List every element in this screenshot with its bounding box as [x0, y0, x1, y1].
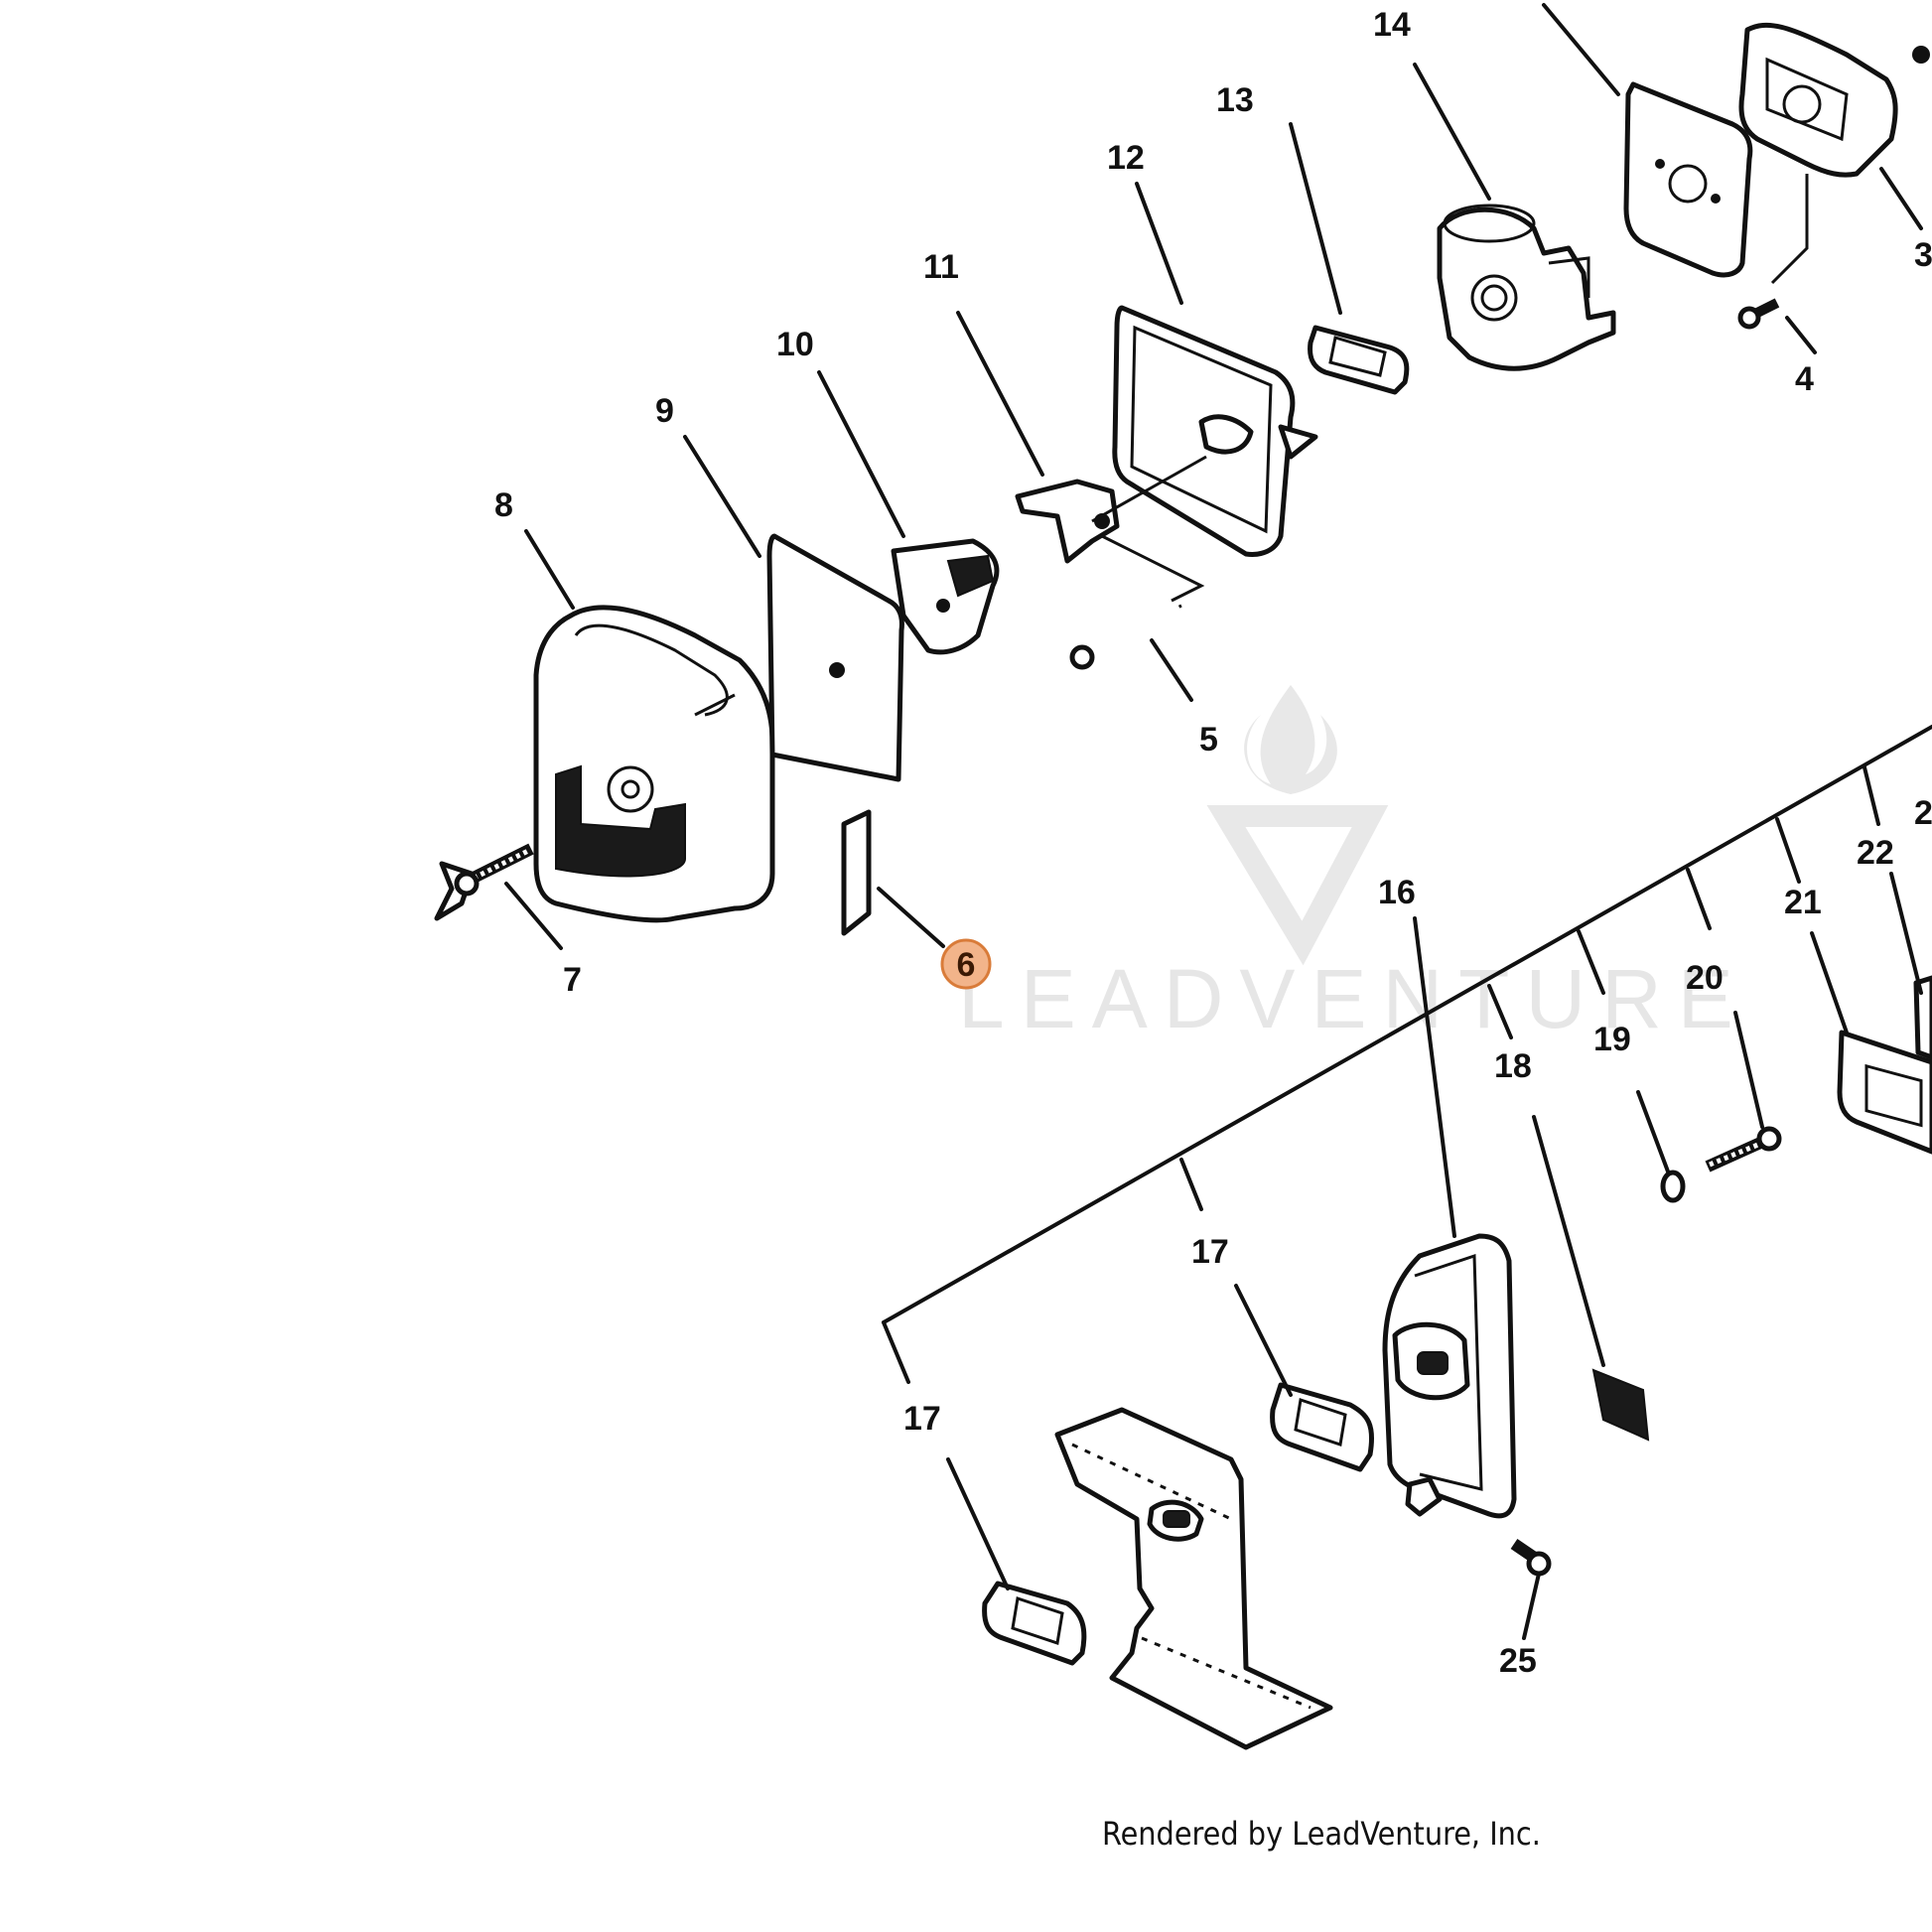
- leader-lines: [504, 3, 1923, 1640]
- callout-13: 13: [1216, 81, 1254, 119]
- part-20-bolt[interactable]: [1705, 1126, 1782, 1173]
- part-3-insulator[interactable]: [1738, 22, 1930, 285]
- callout-18: 18: [1494, 1047, 1532, 1085]
- callout-22: 22: [1857, 834, 1894, 872]
- callout-20: 20: [1686, 959, 1724, 997]
- part-insulator-gasket[interactable]: [1623, 81, 1753, 278]
- callout-16: 16: [1378, 874, 1416, 911]
- callout-25: 25: [1499, 1642, 1537, 1680]
- part-21-gasket[interactable]: [1837, 1030, 1932, 1155]
- callout-labels: 14 3 13 12 11 10 9 8 4 5 7 16 17 17 18 1…: [494, 6, 1932, 1680]
- part-9-air-filter[interactable]: [766, 533, 904, 782]
- render-credit: Rendered by LeadVenture, Inc.: [1102, 1815, 1541, 1853]
- callout-2: 2: [1914, 794, 1932, 832]
- part-18-spark-screen[interactable]: [1591, 1368, 1650, 1442]
- watermark-logo-icon: [1206, 685, 1389, 966]
- callout-3: 3: [1914, 236, 1932, 274]
- callout-8: 8: [494, 486, 513, 524]
- part-7-wing-screw[interactable]: [434, 843, 534, 921]
- part-5-bolt[interactable]: [1069, 534, 1205, 670]
- part-12-air-cleaner-base[interactable]: [1091, 305, 1318, 557]
- callout-17-left: 17: [903, 1400, 941, 1438]
- callout-9: 9: [655, 392, 674, 430]
- callout-4: 4: [1795, 360, 1814, 398]
- callout-5: 5: [1199, 721, 1218, 759]
- assembly-bracket-line: [882, 725, 1932, 1324]
- part-19-washer[interactable]: [1660, 1170, 1686, 1203]
- callout-14: 14: [1373, 6, 1411, 44]
- callout-11: 11: [923, 248, 959, 286]
- part-25-screw[interactable]: [1510, 1539, 1552, 1577]
- part-heat-shield[interactable]: [1054, 1407, 1333, 1750]
- watermark-text: LEADVENTURE: [958, 952, 1749, 1045]
- callout-6: 6: [957, 946, 976, 984]
- part-17-gasket-a[interactable]: [1270, 1382, 1375, 1472]
- callout-21: 21: [1784, 884, 1822, 921]
- part-6-filter-plate[interactable]: [841, 809, 872, 936]
- part-22-plate[interactable]: [1913, 975, 1932, 1060]
- callout-7: 7: [563, 961, 582, 999]
- callout-12: 12: [1107, 139, 1145, 177]
- callout-10: 10: [776, 326, 814, 363]
- part-13-gasket[interactable]: [1308, 325, 1410, 395]
- part-4-screw[interactable]: [1737, 298, 1780, 330]
- part-11-bracket[interactable]: [1015, 479, 1120, 564]
- callout-17-right: 17: [1191, 1233, 1229, 1271]
- part-16-muffler[interactable]: [1382, 1233, 1517, 1519]
- part-14-carburetor[interactable]: [1437, 204, 1616, 371]
- callout-6-highlighted[interactable]: 6: [940, 938, 992, 990]
- part-8-air-cleaner-cover[interactable]: [533, 605, 775, 923]
- callout-19: 19: [1593, 1021, 1631, 1058]
- part-10-choke-lever[interactable]: [891, 538, 1000, 655]
- part-17-gasket-b[interactable]: [982, 1581, 1087, 1666]
